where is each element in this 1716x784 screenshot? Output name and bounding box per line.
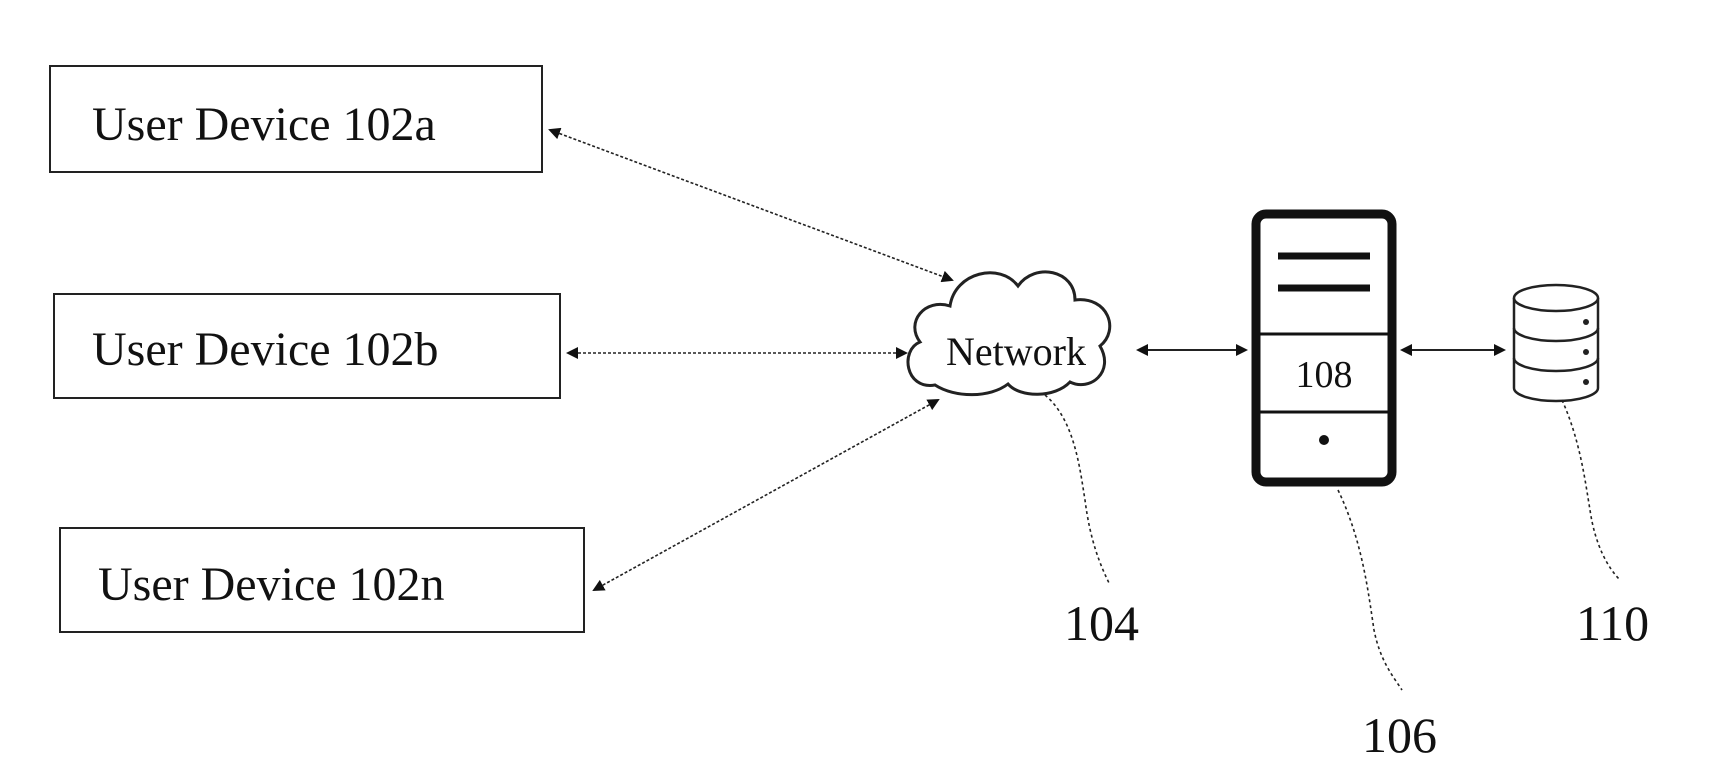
user-device-a: User Device 102a	[50, 66, 542, 172]
network-label: Network	[946, 329, 1086, 374]
server-label: 108	[1296, 354, 1353, 396]
link-device-a-network	[550, 130, 952, 280]
server-icon: 108	[1256, 214, 1392, 482]
network-ref-label: 104	[1064, 595, 1139, 651]
server-ref-label: 106	[1362, 707, 1437, 763]
user-device-b-label: User Device 102b	[92, 323, 439, 376]
leader-network	[1045, 395, 1110, 585]
user-device-a-label: User Device 102a	[92, 98, 436, 151]
network-cloud: Network	[908, 272, 1110, 395]
user-device-b: User Device 102b	[54, 294, 560, 398]
database-ref-label: 110	[1576, 595, 1649, 651]
leader-database	[1562, 400, 1620, 580]
database-icon	[1514, 285, 1598, 401]
user-device-n: User Device 102n	[60, 528, 584, 632]
user-device-n-label: User Device 102n	[98, 558, 445, 611]
link-device-n-network	[594, 400, 938, 590]
leader-server	[1338, 490, 1402, 690]
